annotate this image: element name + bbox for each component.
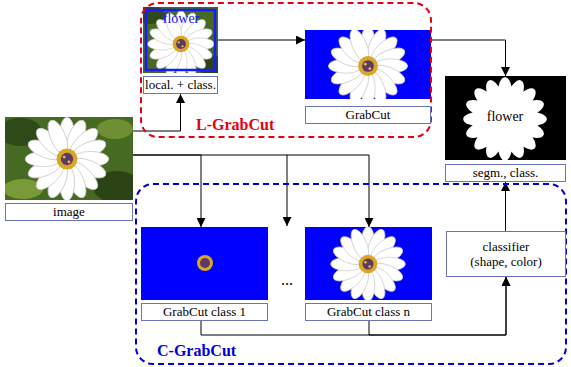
grabcut-result (305, 26, 431, 105)
drawing-use (25, 117, 109, 201)
flow-arrow (431, 40, 506, 76)
grabcut-class-result (141, 227, 268, 300)
process-box: classifier (shape, color) (446, 231, 566, 277)
flower-photo (0, 117, 141, 203)
drawing-ellipse (97, 119, 133, 139)
class-label: flower (487, 109, 524, 124)
drawing-rect (141, 227, 268, 300)
drawing-use (463, 77, 547, 161)
grabcut-class-result (305, 227, 432, 302)
drawing-rect (146, 10, 215, 70)
localized-photo (137, 6, 225, 77)
method-group: GrabCut class 1 GrabCut class n classifier… (135, 183, 567, 365)
drawing-g (331, 227, 406, 302)
image-panel: segm., class. (445, 76, 566, 182)
image-panel: GrabCut class n (305, 227, 432, 321)
segmentation-mask (445, 76, 566, 161)
image-panel: GrabCut (305, 30, 431, 124)
ellipsis-mark: ... (281, 271, 293, 289)
drawing-use (148, 11, 215, 78)
drawing-g (148, 11, 215, 78)
image-panel: GrabCut class 1 (141, 227, 268, 321)
class-label: flower (163, 11, 200, 26)
drawing-use (328, 26, 407, 105)
image-caption: local. + class. (143, 76, 218, 94)
image-caption: GrabCut class 1 (141, 303, 268, 321)
drawing-circle (200, 258, 210, 268)
drawing-circle (197, 255, 213, 271)
group-title: C-GrabCut (157, 342, 236, 360)
flow-arrow (133, 155, 201, 227)
image-caption: image (5, 203, 133, 221)
drawing-g (328, 26, 407, 105)
flow-arrow (218, 40, 305, 41)
drawing-rect (445, 76, 566, 160)
drawing-g (463, 77, 547, 161)
drawing-use (331, 227, 406, 302)
group-title: L-GrabCut (196, 116, 274, 134)
image-caption: segm., class. (445, 164, 566, 182)
arrow-to-ellipsis (287, 155, 288, 226)
image-caption: GrabCut class n (305, 303, 432, 321)
image-caption: GrabCut (305, 106, 431, 124)
image-panel: image (5, 117, 133, 221)
flow-arrow (133, 155, 369, 227)
drawing-g (25, 117, 109, 201)
box-label: classifier (shape, color) (465, 239, 547, 269)
flow-arrow (505, 182, 506, 231)
